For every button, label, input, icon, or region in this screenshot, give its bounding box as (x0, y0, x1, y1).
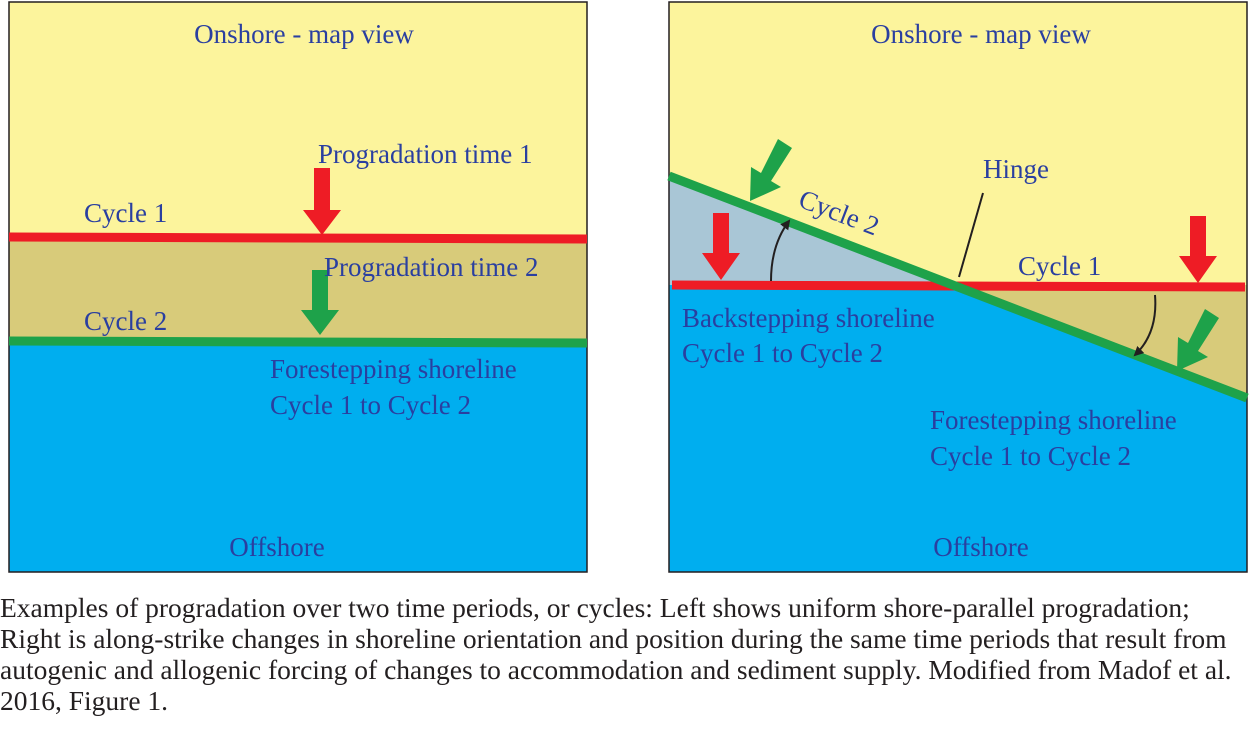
right-forestep-label-line-1: Forestepping shoreline (930, 405, 1177, 435)
left-cycle-1-label: Cycle 1 (84, 198, 167, 228)
right-backstep-label-line-1: Backstepping shoreline (682, 303, 935, 333)
right-onshore-label: Onshore - map view (871, 19, 1091, 49)
right-hinge-pointer (958, 192, 984, 278)
left-shoreline-label-line-2: Cycle 1 to Cycle 2 (270, 390, 471, 420)
left-transition-area (9, 237, 587, 342)
left-cycle-1-line (8, 232, 588, 244)
left-cycle-2-label: Cycle 2 (84, 306, 167, 336)
right-backstep-rotation-arrow (770, 219, 791, 282)
left-shoreline-label-line-1: Forestepping shoreline (270, 354, 517, 384)
left-panel: Onshore - map view Progradation time 1 C… (8, 1, 588, 573)
right-backstep-label-line-2: Cycle 1 to Cycle 2 (682, 338, 883, 368)
left-green-down-arrow (301, 270, 339, 335)
left-cycle-2-line (8, 336, 588, 348)
right-panel: Onshore - map view Hinge Cycle 2 Cycle 1… (667, 1, 1249, 573)
right-green-arrow-east (1177, 309, 1219, 371)
left-red-down-arrow (303, 168, 341, 235)
left-onshore-area (9, 2, 587, 237)
right-cycle-2-line (667, 171, 1249, 403)
right-hinge-label: Hinge (983, 154, 1049, 184)
right-forestep-rotation-arrow (1133, 294, 1157, 357)
right-offshore-label: Offshore (933, 532, 1028, 562)
left-offshore-label: Offshore (229, 532, 324, 562)
left-onshore-label: Onshore - map view (194, 19, 414, 49)
left-offshore-area (9, 342, 587, 572)
right-green-arrow-west (750, 139, 792, 201)
left-progradation-time-1-label: Progradation time 1 (318, 139, 532, 169)
right-red-down-arrow-west (702, 213, 740, 280)
left-panel-border (8, 1, 588, 573)
right-forestep-label-line-2: Cycle 1 to Cycle 2 (930, 441, 1131, 471)
right-cycle-1-label: Cycle 1 (1018, 251, 1101, 281)
figure: Onshore - map view Progradation time 1 C… (8, 1, 1249, 573)
right-offshore-area (669, 285, 1247, 572)
left-progradation-time-2-label: Progradation time 2 (324, 252, 538, 282)
right-red-down-arrow-east (1179, 216, 1217, 283)
figure-caption: Examples of progradation over two time p… (0, 592, 1232, 716)
right-panel-border (668, 1, 1248, 573)
